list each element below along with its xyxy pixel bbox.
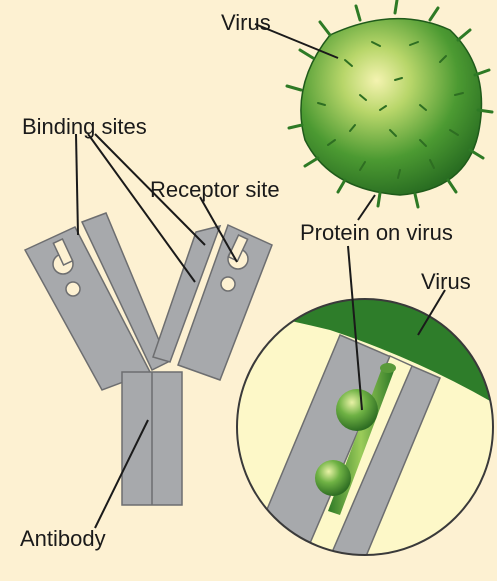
- label-receptor-site: Receptor site: [150, 179, 280, 201]
- label-protein-on-virus: Protein on virus: [300, 222, 453, 244]
- label-virus-top: Virus: [221, 12, 271, 34]
- label-binding-sites: Binding sites: [22, 116, 147, 138]
- label-antibody: Antibody: [20, 528, 106, 550]
- virus-particle: [287, 0, 492, 207]
- label-virus-zoom: Virus: [421, 271, 471, 293]
- magnified-binding-circle: [237, 250, 497, 581]
